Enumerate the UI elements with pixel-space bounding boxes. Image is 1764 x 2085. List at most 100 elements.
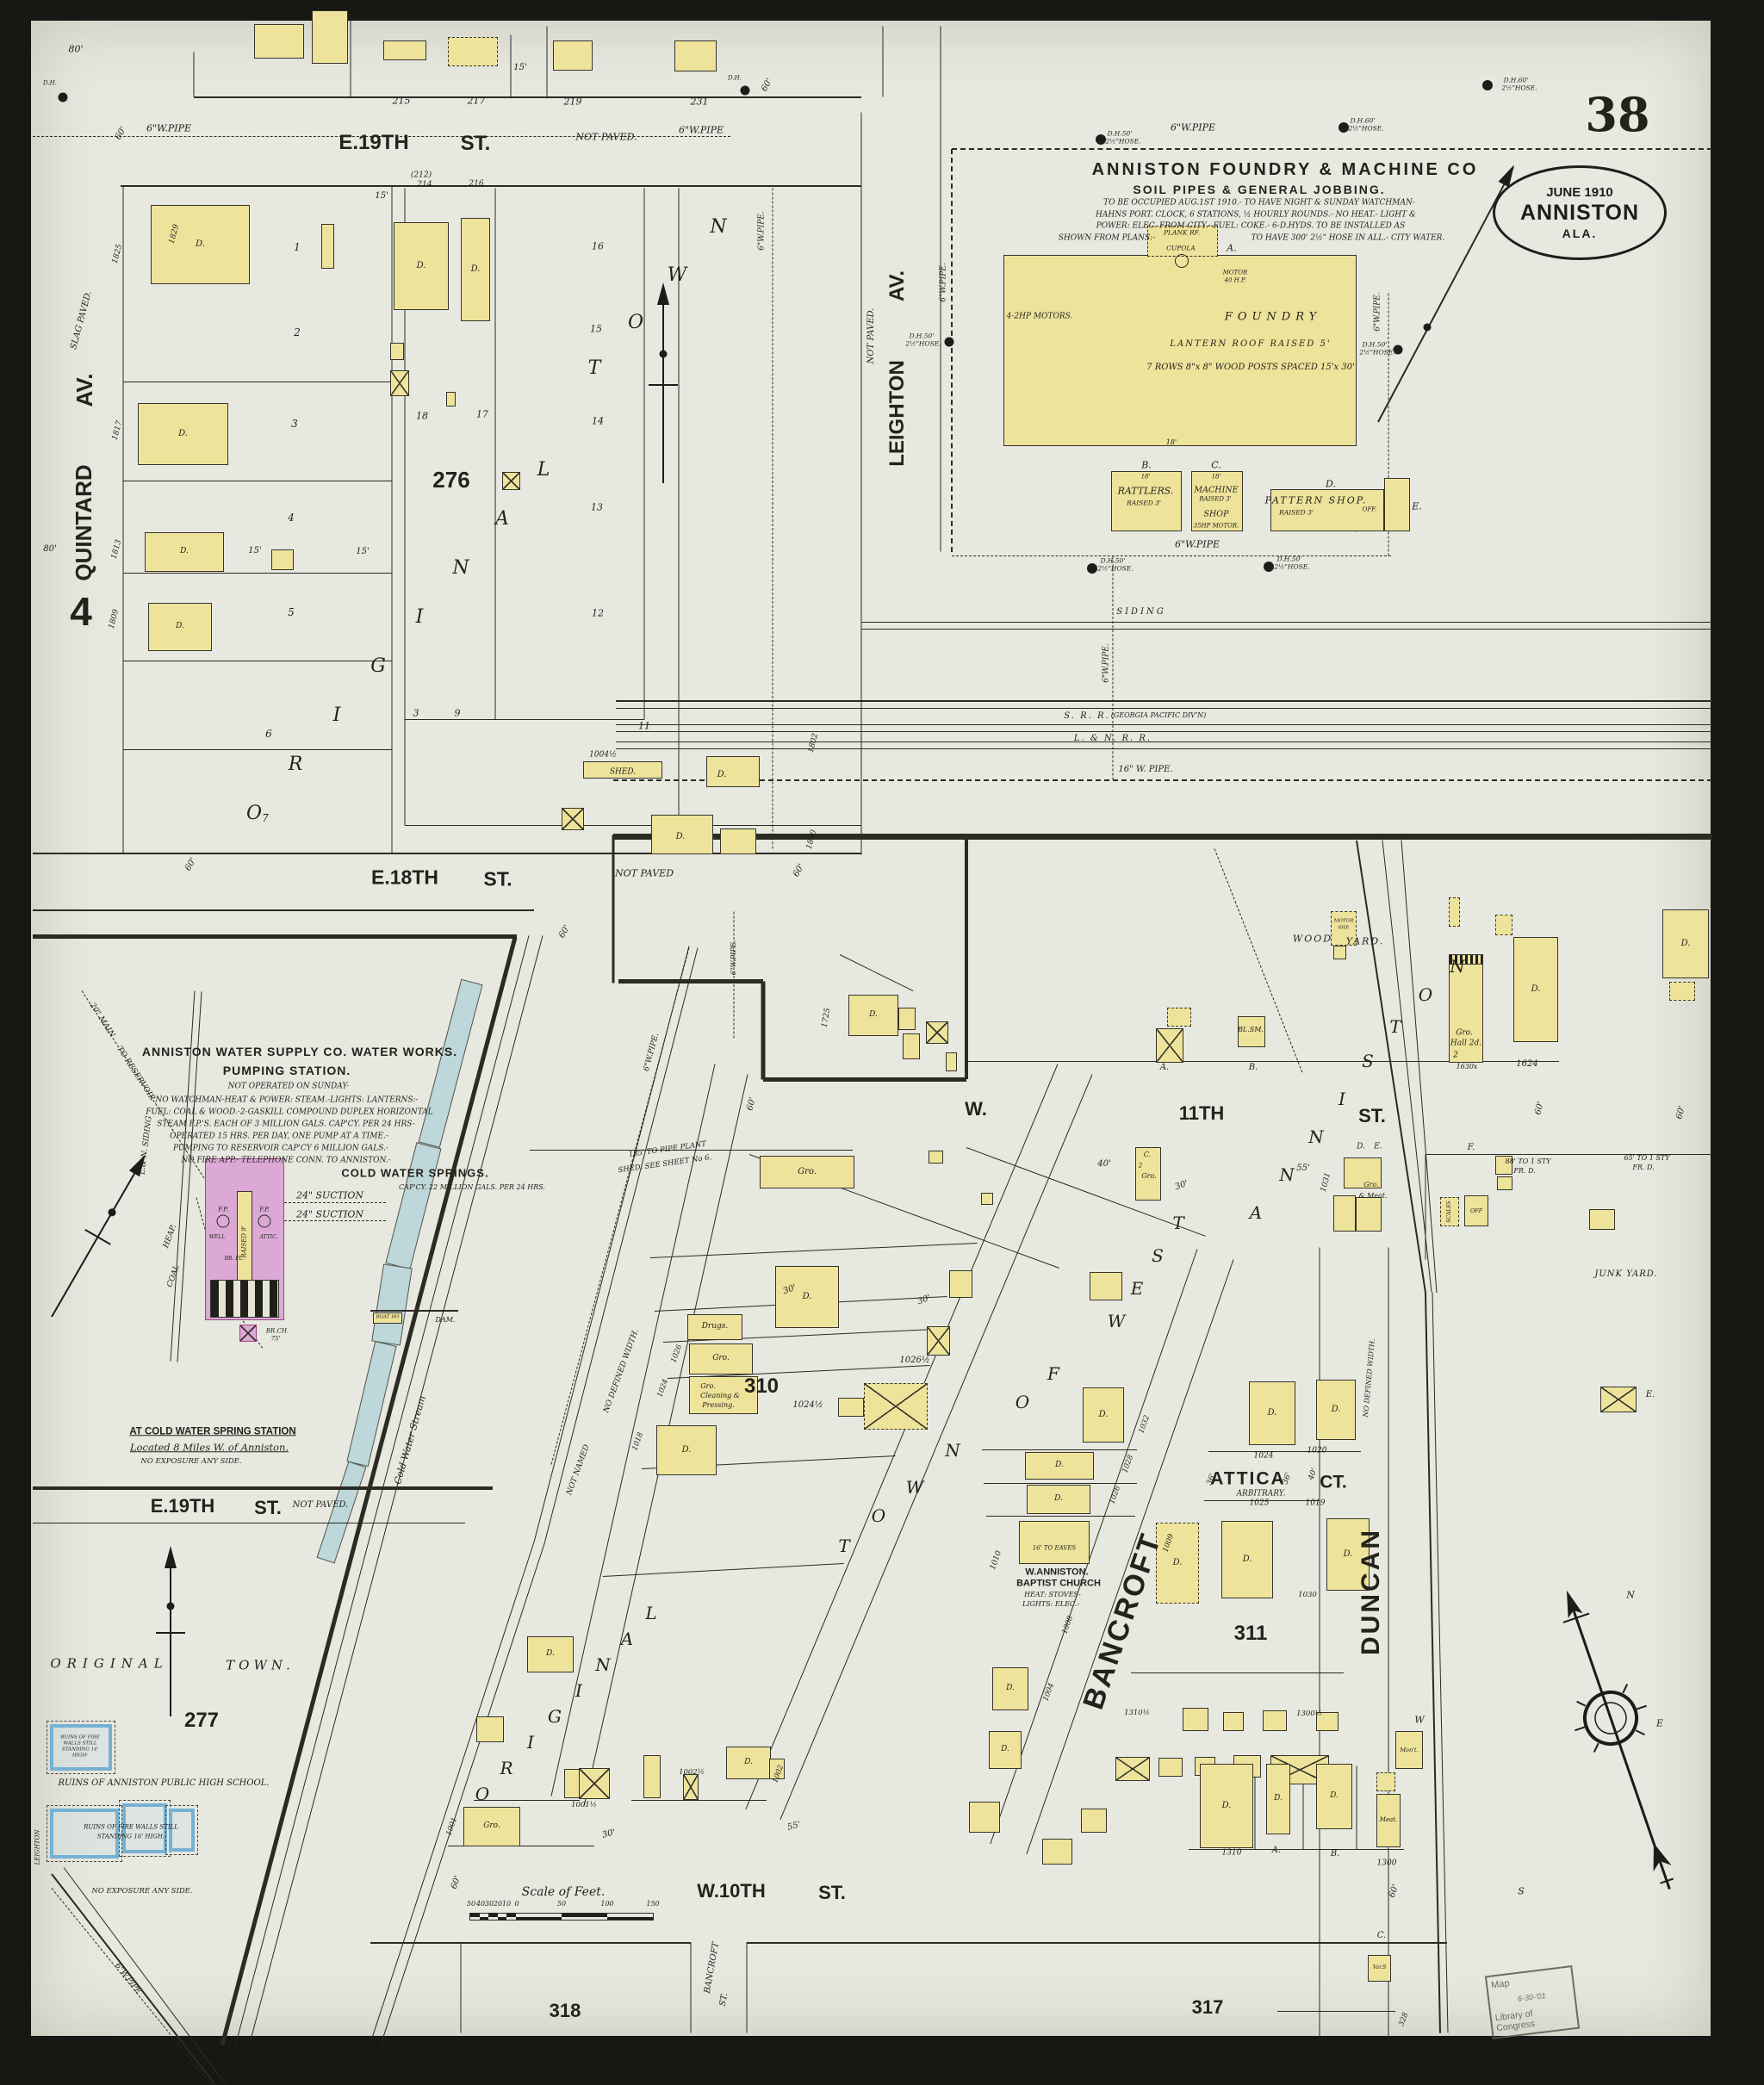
street-line [860,112,862,855]
map-label: 60' [759,77,775,94]
map-label: MOTOR [1222,269,1248,276]
map-label: C. [1211,459,1221,471]
map-label: 2½"HOSE. [905,339,941,348]
map-label: NO FIRE APP.- TELEPHONE CONN. TO ANNISTO… [181,1156,391,1165]
map-label: ST. [254,1497,282,1518]
street-line [747,1942,1447,1944]
map-label: W [667,264,687,286]
map-label: PUMPING TO RESERVOIR CAP'CY 6 MILLION GA… [173,1144,388,1153]
map-label: 217 [467,95,486,107]
map-label: AT COLD WATER SPRING STATION [129,1426,296,1437]
map-label: AV. [71,373,97,407]
map-label: JUNK YARD. [1594,1269,1658,1279]
street-line [33,909,534,911]
map-label: WELL [208,1234,226,1240]
oval-city: ANNISTON [1519,201,1640,225]
map-label: 2 [1138,1162,1143,1170]
building-footprint [1003,255,1357,446]
map-label: A. [1159,1063,1170,1072]
map-label: Cleaning & [700,1392,740,1399]
map-label: W [1107,1311,1126,1331]
street-line [631,1800,767,1801]
building-footprint [1331,911,1357,946]
map-label: 18' [1140,473,1151,481]
map-label: TO BE OCCUPIED AUG.1ST 1910.- TO HAVE NI… [1103,198,1415,208]
scale-bar-cell [470,1916,480,1920]
map-label: PATTERN SHOP. [1264,494,1368,506]
map-label: POWER: ELEC. FROM CITY.- FUEL: COKE.- 6-… [1096,221,1406,231]
map-label: I [527,1732,534,1753]
oval-date: JUNE 1910 [1546,185,1613,200]
map-label: W. [965,1098,987,1120]
map-label: 60' [556,923,573,940]
scale-bar-row [470,1914,653,1917]
street-line [391,185,393,853]
equipment-circle [216,1214,230,1228]
map-label: NO DEFINED WIDTH. [1362,1337,1376,1418]
street-line [122,185,124,853]
map-label: D.H. [728,74,742,82]
building-footprint [1449,897,1460,927]
map-label: N [1279,1164,1295,1185]
map-label: S [1518,1885,1525,1897]
building-footprint: D. [1200,1764,1253,1848]
map-label: I [1339,1089,1345,1109]
building-footprint: D. [1266,1764,1290,1834]
scale-bar-cell [506,1916,516,1920]
map-label: 1310 [1221,1848,1242,1858]
building-footprint [239,1325,257,1342]
building-footprint: D. [1027,1485,1090,1514]
equipment-circle [258,1214,271,1228]
map-label: A [1249,1202,1263,1223]
street-line [761,981,766,1080]
building-footprint [643,1755,661,1798]
map-label: G [548,1706,562,1727]
building-label: Meat. [1379,1816,1398,1824]
map-label: D. [717,770,727,779]
street-line [33,853,861,854]
street-line [1131,1672,1344,1673]
building-footprint [1156,1028,1183,1063]
map-label: 11TH [1178,1102,1225,1124]
map-label: 4 [288,512,295,524]
map-label: W.10TH [697,1880,766,1902]
map-label: 1001 [444,1816,460,1837]
map-label: NO EXPOSURE ANY SIDE. [91,1886,193,1896]
map-label: ANNISTON WATER SUPPLY CO. WATER WORKS. [141,1045,458,1058]
map-label: 6"W.PIPE. [1373,292,1382,332]
map-label: 1026 [1108,1485,1123,1505]
water-pipe-line [613,779,1712,781]
map-label: 18 [416,410,428,422]
map-label: 1020 [1307,1446,1327,1455]
street-line [616,724,1712,725]
building-label: D. [196,239,205,249]
water-pipe-line [952,555,1391,556]
map-label: C. [1376,1931,1387,1940]
building-footprint: D. [1316,1380,1356,1440]
building-footprint: D. [461,218,490,321]
building-footprint [838,1398,864,1417]
map-label: STANDING 16' HIGH. [96,1833,165,1840]
map-label: W.ANNISTON. [1025,1567,1089,1578]
map-label: O [475,1784,490,1804]
arrow-crossbar [84,1229,111,1245]
building-label: D. [1331,1404,1341,1414]
map-label: 1624 [1516,1059,1538,1069]
map-label: 65' TO 1 STY [1624,1154,1670,1162]
map-label: 1024 [655,1378,671,1399]
street-line [63,1867,227,2085]
map-label: E [1655,1717,1664,1729]
building-footprint [1167,1008,1191,1027]
map-label: 1002½ [679,1767,705,1777]
building-footprint [1191,471,1243,531]
water-pipe-line [33,136,730,137]
building-footprint [1115,1757,1150,1781]
map-label: SLAG PAVED. [69,289,94,351]
street-line [616,731,1712,732]
map-label: S. R. R. [1064,711,1110,721]
map-label: FR. D. [1632,1164,1655,1171]
map-label: N [945,1440,960,1461]
building-label: D. [1242,1554,1252,1564]
map-label: N [1626,1589,1635,1601]
building-label: D. [470,264,481,274]
